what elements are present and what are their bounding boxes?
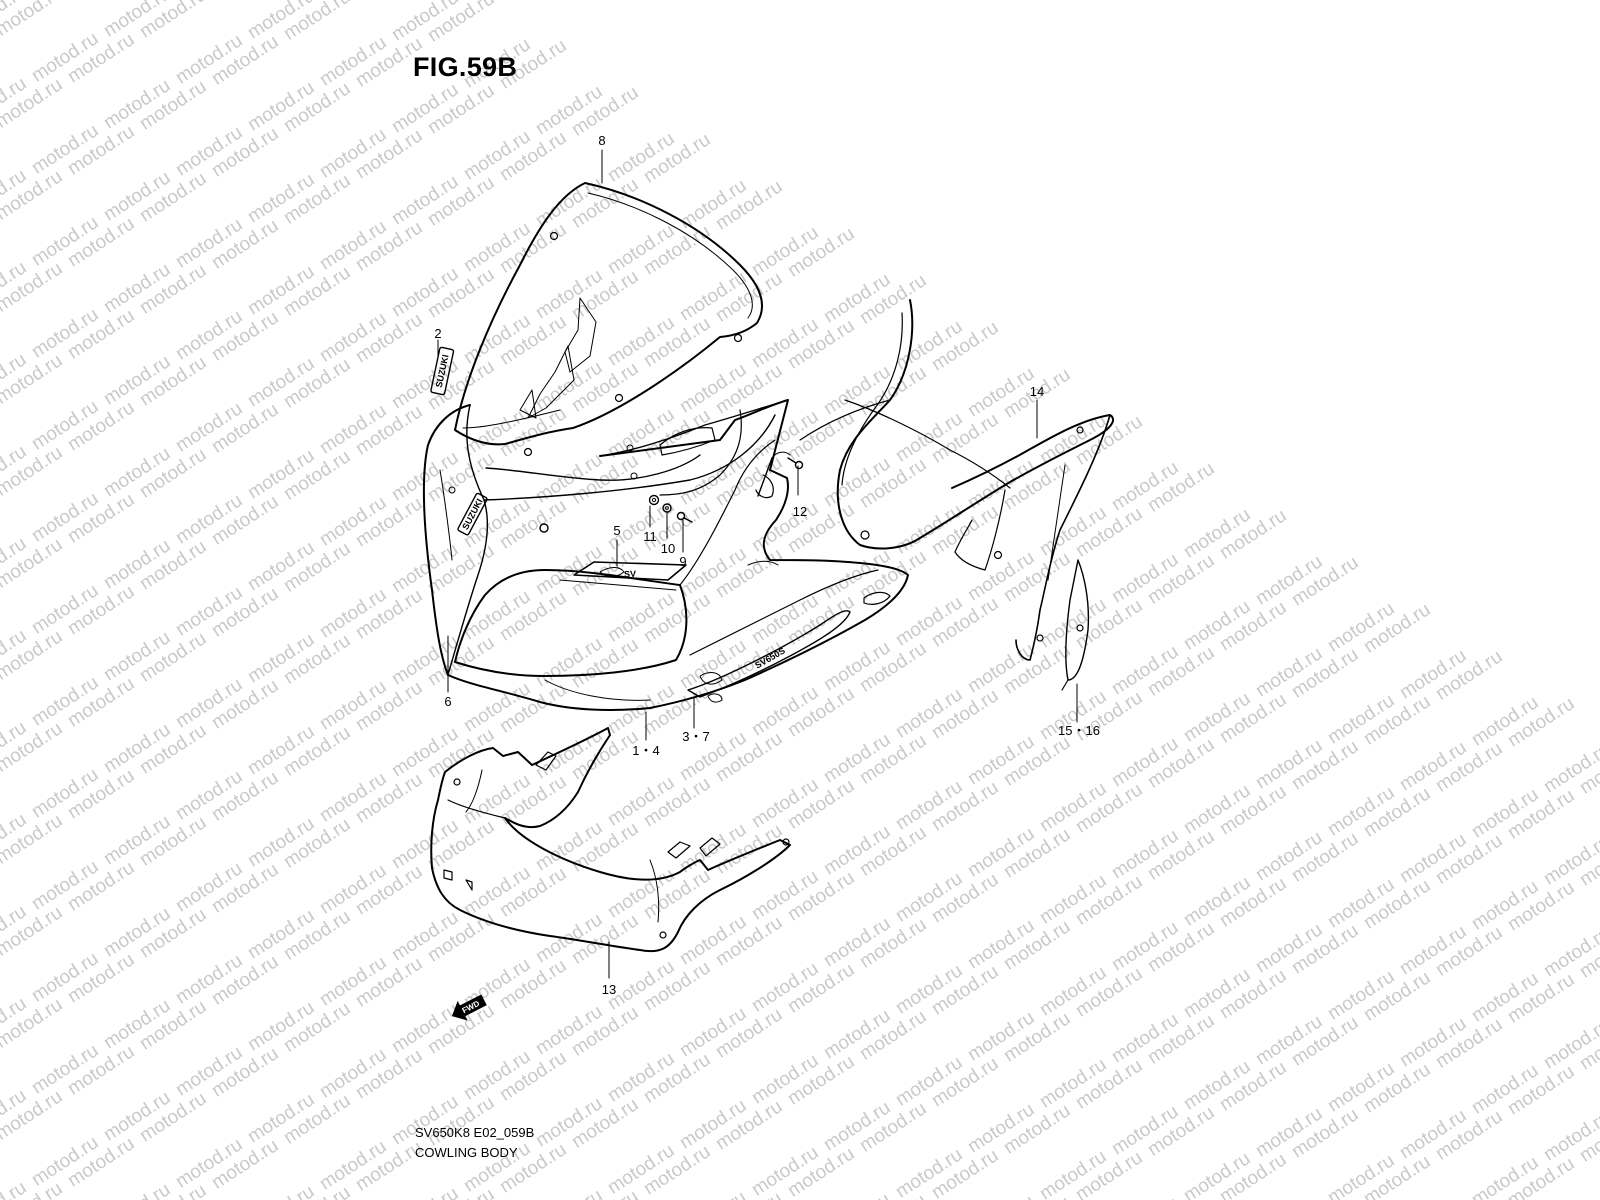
figure-code: SV650K8 E02_059B — [415, 1125, 535, 1140]
suzuki-emblem-text: SUZUKI — [434, 354, 451, 389]
windscreen — [454, 182, 763, 457]
callout-10: 10 — [661, 541, 675, 556]
leader-lines — [437, 149, 1078, 979]
callout-14: 14 — [1030, 384, 1044, 399]
under-cowling — [430, 727, 791, 953]
callout-3-7: 3・7 — [682, 729, 709, 744]
figure-caption: SV650K8 E02_059B COWLING BODY — [415, 1123, 534, 1163]
upper-cowling — [422, 399, 909, 711]
fasteners — [648, 451, 804, 523]
callout-6: 6 — [444, 694, 451, 709]
callout-1-4: 1・4 — [632, 743, 659, 758]
callout-12: 12 — [793, 504, 807, 519]
sv-emblem-text: SV — [624, 569, 636, 579]
figure-name: COWLING BODY — [415, 1145, 518, 1160]
callout-8: 8 — [598, 133, 605, 148]
callout-5: 5 — [613, 523, 620, 538]
inner-panel — [799, 299, 1115, 691]
figure-title: FIG.59B — [413, 52, 518, 82]
callout-13: 13 — [602, 982, 616, 997]
callout-2: 2 — [434, 326, 441, 341]
callout-9: 9 — [679, 554, 686, 569]
callout-11: 11 — [643, 529, 657, 544]
fwd-arrow: FWD — [451, 994, 487, 1021]
callout-15-16: 15・16 — [1058, 723, 1100, 738]
